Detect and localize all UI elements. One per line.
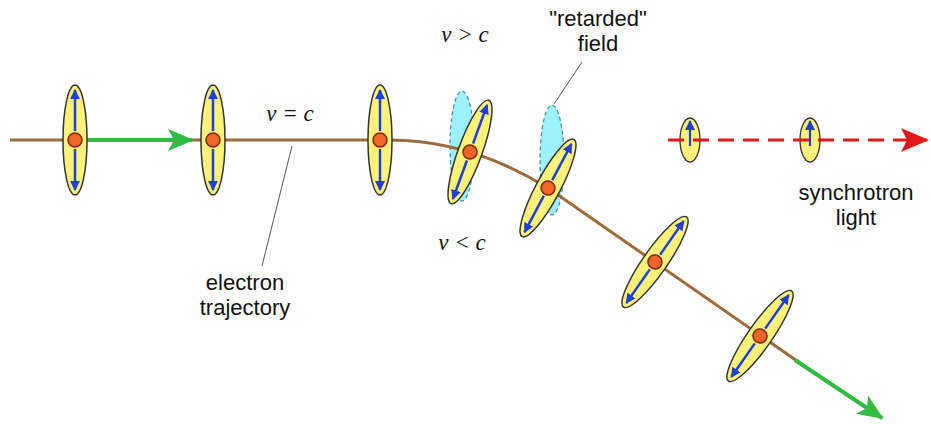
- electron-trajectory: [10, 140, 800, 363]
- field-ellipse: [614, 210, 697, 314]
- velocity-arrow: [82, 138, 192, 142]
- speed-label: v = c: [245, 101, 335, 126]
- field-ellipse: [512, 134, 585, 242]
- speed-label: v > c: [420, 22, 510, 47]
- light-label: synchrotron light: [786, 180, 926, 230]
- field-ellipse: [63, 85, 87, 195]
- leader-line: [554, 62, 582, 104]
- field-label: "retarded" field: [538, 6, 658, 56]
- field-ellipse: [368, 85, 392, 195]
- light-ray: [668, 139, 927, 142]
- velocity-arrow: [795, 360, 882, 418]
- trajectory-label: electron trajectory: [185, 270, 305, 320]
- field-ellipse: [440, 96, 500, 208]
- field-ellipse: [719, 284, 802, 388]
- leader-line: [262, 146, 292, 266]
- field-ellipse: [201, 85, 225, 195]
- speed-label: v < c: [417, 230, 507, 255]
